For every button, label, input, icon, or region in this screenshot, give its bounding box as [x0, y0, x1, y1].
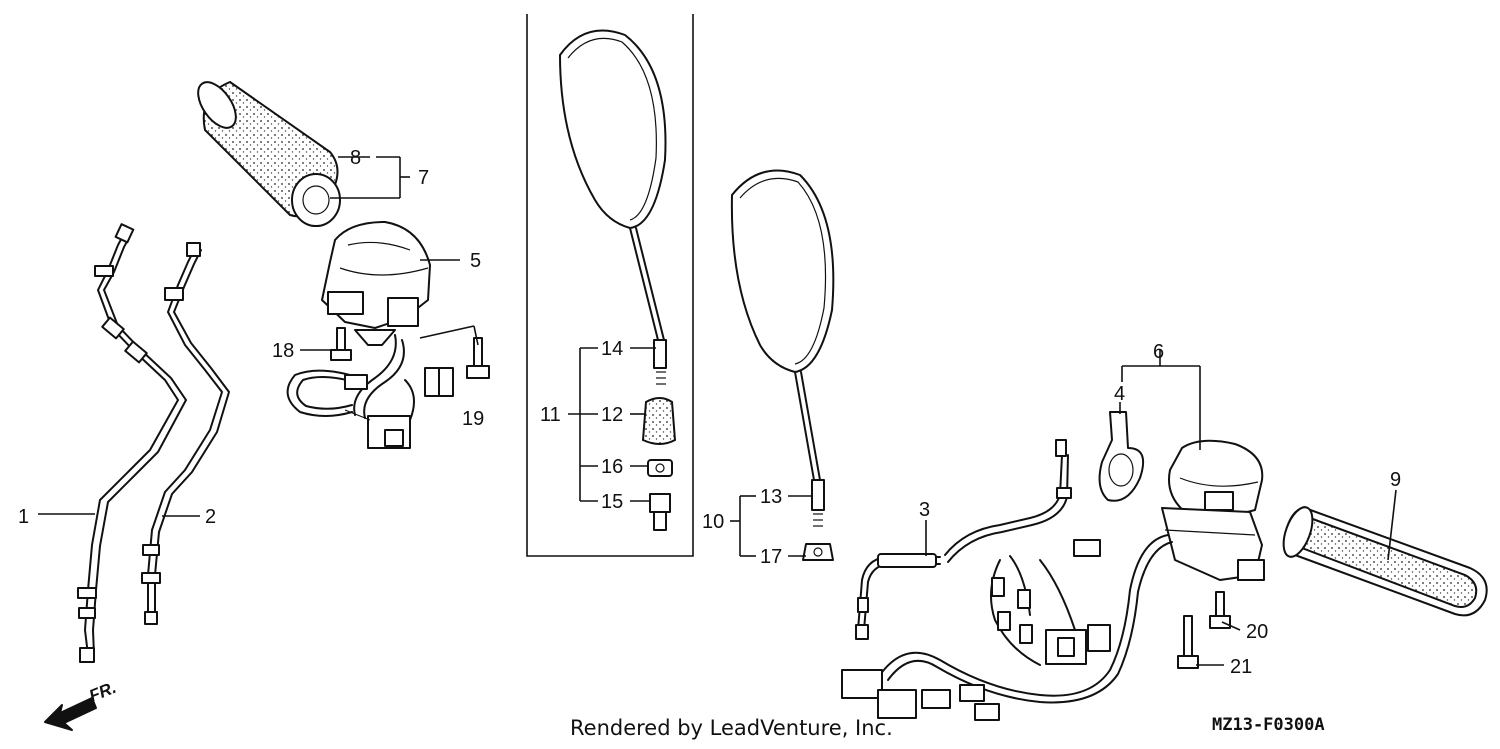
cable-adjuster	[94, 265, 114, 277]
cable-nut	[142, 544, 160, 556]
callout-19: 19	[462, 408, 484, 430]
callout-3: 3	[919, 499, 930, 521]
callout-8: 8	[350, 147, 361, 169]
callout-13: 13	[760, 486, 782, 508]
front-direction-arrow: FR.	[44, 678, 119, 731]
bolt-19	[466, 337, 490, 379]
bolt-18	[330, 327, 352, 361]
cable-nut	[78, 607, 96, 619]
callout-20: 20	[1246, 621, 1268, 643]
cable-nut	[124, 340, 148, 364]
cable-nut	[101, 316, 125, 340]
callout-9: 9	[1390, 469, 1401, 491]
callout-10: 10	[702, 511, 724, 533]
choke-cable	[855, 439, 1072, 640]
throttle-cable-2	[141, 242, 231, 625]
right-grip	[1282, 506, 1488, 617]
bolt-21	[1177, 615, 1199, 669]
right-mirror	[730, 169, 835, 527]
cable-end-fitting	[144, 611, 158, 625]
nut-17	[802, 543, 834, 561]
callout-5: 5	[470, 250, 481, 272]
throttle-cable-1	[77, 223, 188, 663]
arrow-icon	[44, 697, 97, 731]
direction-label: FR.	[86, 678, 119, 706]
callout-15: 15	[601, 491, 623, 513]
bolt-20	[1209, 591, 1231, 629]
callout-21: 21	[1230, 656, 1252, 678]
mirror-boot-12	[641, 397, 677, 445]
adapter-15	[649, 493, 671, 531]
left-switch-harness	[286, 367, 454, 449]
callout-18: 18	[272, 340, 294, 362]
callout-17: 17	[760, 546, 782, 568]
cable-end-fitting	[186, 242, 201, 257]
callout-12: 12	[601, 404, 623, 426]
callout-1: 1	[18, 506, 29, 528]
cable-adjuster	[77, 587, 97, 599]
callout-14: 14	[601, 338, 623, 360]
choke-lever	[1098, 411, 1144, 502]
left-handlebar-switch	[321, 221, 431, 419]
mirror-group-box	[526, 14, 694, 557]
cable-end-fitting	[114, 223, 135, 244]
right-handlebar-switch	[1161, 439, 1265, 581]
callout-4: 4	[1114, 383, 1125, 405]
callout-labels: 1 2 3 4 5 6 7 8 9 10 11 12 13 14 15 16 1…	[18, 147, 1401, 678]
nut-16	[647, 459, 673, 477]
callout-11: 11	[540, 404, 561, 426]
right-switch-harness	[841, 534, 1173, 721]
leader-lines	[38, 156, 1397, 666]
cable-end-fitting	[79, 647, 95, 663]
throttle-grip	[197, 80, 341, 227]
diagram-code: MZ13-F0300A	[1212, 715, 1325, 735]
cable-adjuster	[164, 287, 184, 301]
callout-7: 7	[418, 167, 429, 189]
callout-6: 6	[1153, 341, 1164, 363]
callout-16: 16	[601, 456, 623, 478]
left-mirror	[559, 29, 667, 385]
cable-adjuster	[141, 572, 161, 584]
render-credit: Rendered by LeadVenture, Inc.	[570, 716, 893, 740]
callout-2: 2	[205, 506, 216, 528]
